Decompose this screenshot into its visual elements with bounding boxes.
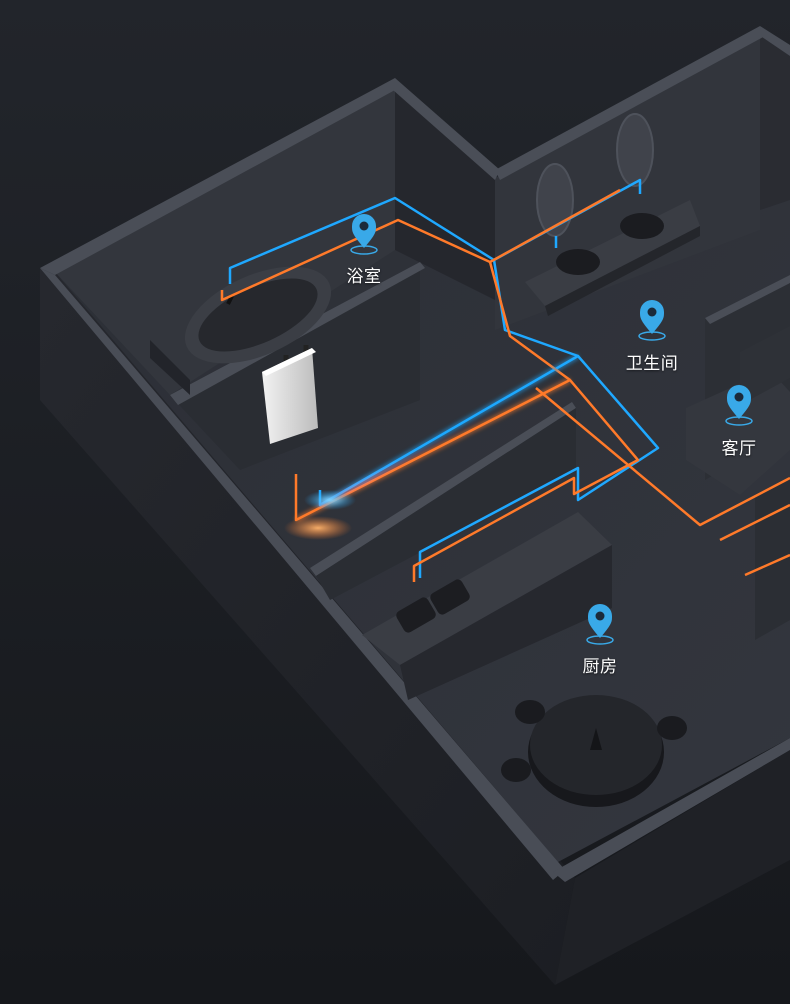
room-label-toilet: 卫生间 [625,354,679,374]
vase [590,728,602,750]
water-heater [262,345,318,444]
kitchen-partition [316,408,576,600]
room-label-bathroom: 浴室 [346,267,382,287]
kitchen-counter [362,512,612,665]
location-pin-icon [350,214,378,255]
kitchen-sink-left [396,597,436,633]
wall-top-rim [40,78,395,275]
location-pin-icon [638,300,666,341]
kitchen-sink-right [430,579,470,615]
location-pin-icon [725,385,753,426]
outer-wall-right-face [555,750,790,985]
bathroom-back-wall [55,88,395,395]
mirror-right [616,113,654,187]
chair [515,700,545,724]
bathtub-faucet [226,295,234,305]
bathroom-side-wall [395,88,495,300]
room-label-kitchen: 厨房 [582,657,618,677]
cold-flow-glow [304,490,356,510]
toilet-side-wall [760,35,790,210]
kitchen-partition-top [310,402,576,576]
room-label-living-room: 客厅 [721,439,757,459]
sink-basin-left [556,249,600,275]
sink-basin-right [620,213,664,239]
location-pin-icon [586,604,614,645]
hot-flow-glow [284,516,352,540]
sofa [686,370,790,495]
outer-wall-front-face [40,268,575,985]
